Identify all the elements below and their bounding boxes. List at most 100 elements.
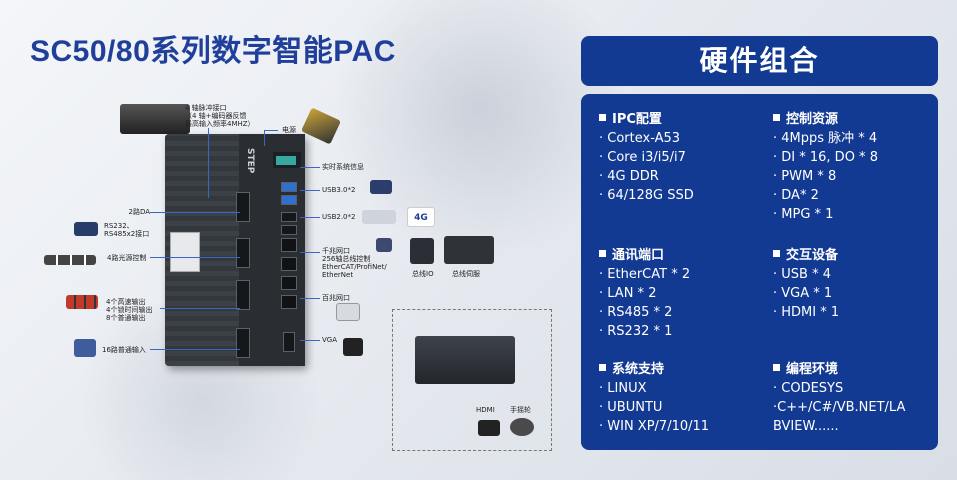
usb2-label: USB2.0*2 (322, 213, 356, 221)
group-hmi: 交互设备 · USB * 4 · VGA * 1 · HDMI * 1 (773, 246, 839, 322)
power-label: 电源 (282, 126, 296, 134)
laptop-image (336, 303, 360, 321)
controller-screen (165, 134, 305, 366)
group-hmi-item: · HDMI * 1 (773, 305, 840, 320)
output-connector (236, 280, 250, 310)
outputs-line (160, 308, 240, 309)
group-control-item: · DI * 16, DO * 8 (773, 150, 878, 165)
group-control-item: · 4Mpps 脉冲 * 4 (773, 131, 878, 146)
power-line (264, 130, 265, 146)
bullet-square (599, 364, 606, 371)
power-line (264, 130, 278, 131)
bullet-square (773, 250, 780, 257)
step-logo: STEP (245, 148, 255, 174)
group-control-item: · DA* 2 (773, 188, 819, 203)
ethernet-port (281, 276, 297, 290)
group-hmi-title: 交互设备 (773, 246, 839, 265)
usb3-port (281, 195, 297, 205)
inputs-label: 16路普通输入 (102, 346, 146, 354)
group-control-item: · PWM * 8 (773, 169, 837, 184)
light-control-label: 4路光源控制 (107, 254, 147, 262)
usb2-port (281, 225, 297, 235)
handwheel-label: 手摇轮 (510, 406, 531, 414)
bus-servo-label: 总线伺服 (452, 270, 480, 278)
group-hmi-item: · USB * 4 (773, 267, 831, 282)
mini-controller-image (415, 336, 515, 384)
group-ipc-item: · 4G DDR (599, 169, 659, 184)
outputs-label: 4个高速输出 4个锁时间输出 8个普通输出 (106, 298, 153, 322)
input-connector (236, 328, 250, 358)
hdmi-monitor-image (478, 420, 500, 436)
handwheel-image (510, 418, 534, 436)
device-label-sticker (170, 232, 200, 272)
camera-image (370, 180, 392, 194)
pulse-line (208, 128, 209, 198)
group-comm-item: · LAN * 2 (599, 286, 657, 301)
light-line (150, 257, 240, 258)
ethernet-port (281, 295, 297, 309)
group-os-item: · UBUNTU (599, 400, 663, 415)
output-device-image (66, 295, 98, 309)
group-os: 系统支持 · LINUX · UBUNTU · WIN XP/7/10/11 (599, 360, 709, 436)
page-title: SC50/80系列数字智能PAC (30, 35, 396, 68)
group-comm: 通讯端口 · EtherCAT * 2 · LAN * 2 · RS485 * … (599, 246, 690, 341)
ethernet-port (281, 257, 297, 271)
group-prog-title: 编程环境 (773, 360, 905, 379)
group-control-title: 控制资源 (773, 110, 878, 129)
group-prog-item: BVIEW...... (773, 419, 839, 434)
camera-image (376, 238, 392, 252)
rs-interface-label: RS232、 RS485x2接口 (104, 222, 150, 238)
ethernet-port (281, 238, 297, 252)
usb3-port (281, 182, 297, 192)
panel-heading: 硬件组合 (581, 36, 938, 86)
4g-badge: 4G (407, 207, 435, 227)
group-os-title: 系统支持 (599, 360, 709, 379)
bullet-square (773, 364, 780, 371)
bus-servo-image (444, 236, 494, 264)
da-connector (236, 192, 250, 222)
lan-line (300, 298, 320, 299)
group-hmi-item: · VGA * 1 (773, 286, 833, 301)
group-ipc-title: IPC配置 (599, 110, 694, 129)
group-control: 控制资源 · 4Mpps 脉冲 * 4 · DI * 16, DO * 8 · … (773, 110, 878, 224)
group-comm-item: · RS232 * 1 (599, 324, 673, 339)
input-device-image (74, 339, 96, 357)
pulse-interface-label: 4 轴脉冲接口 （4 轴+编码器反馈 最高输入频率4MHZ） (185, 104, 255, 128)
group-ipc-item: · Cortex-A53 (599, 131, 681, 146)
da-line (150, 212, 240, 213)
keyboard-mouse-image (362, 210, 396, 224)
rs232-module-image (74, 222, 98, 236)
inputs-line (150, 349, 240, 350)
vga-monitor-image (343, 338, 363, 356)
bullet-square (599, 250, 606, 257)
group-ipc: IPC配置 · Cortex-A53 · Core i3/i5/i7 · 4G … (599, 110, 694, 205)
group-ipc-item: · 64/128G SSD (599, 188, 694, 203)
fast-ethernet-label: 百兆网口 (322, 294, 350, 302)
group-os-item: · LINUX (599, 381, 647, 396)
group-os-item: · WIN XP/7/10/11 (599, 419, 710, 434)
vga-port (283, 332, 295, 352)
vga-label: VGA (322, 336, 338, 344)
usb3-line (300, 190, 320, 191)
vga-line (300, 340, 320, 341)
group-control-item: · MPG * 1 (773, 207, 834, 222)
usb3-label: USB3.0*2 (322, 186, 356, 194)
bullet-square (599, 114, 606, 121)
hardware-panel: IPC配置 · Cortex-A53 · Core i3/i5/i7 · 4G … (581, 94, 938, 450)
realtime-info-label: 实时系统信息 (322, 163, 364, 171)
group-prog-item: · CODESYS (773, 381, 844, 396)
hdmi-variant-box (392, 309, 552, 451)
group-comm-title: 通讯端口 (599, 246, 690, 265)
gige-line (300, 252, 320, 253)
group-comm-item: · EtherCAT * 2 (599, 267, 691, 282)
da-label: 2路DA (128, 208, 150, 216)
group-prog-item: ·C++/C#/VB.NET/LA (773, 400, 906, 415)
usb2-line (300, 217, 320, 218)
bus-io-image (410, 238, 434, 264)
bullet-square (773, 114, 780, 121)
rt-line (300, 167, 320, 168)
usb2-port (281, 212, 297, 222)
light-source-image (44, 255, 96, 265)
group-prog: 编程环境 · CODESYS ·C++/C#/VB.NET/LA BVIEW..… (773, 360, 905, 436)
bus-io-label: 总线IO (412, 270, 434, 278)
